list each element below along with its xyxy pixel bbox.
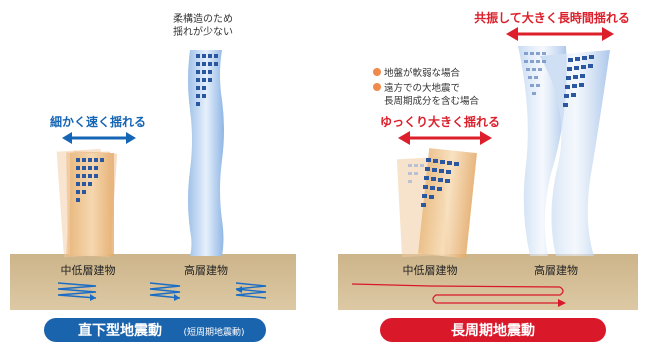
shake-arrow-left [62,132,136,144]
tall-note-line1: 柔構造のため [173,12,233,25]
badge-short-period: 直下型地震動 (短周期地震動) [44,318,266,342]
tall-building-left-windows [196,54,218,106]
shake-label-left: 細かく速く揺れる [50,114,146,129]
tall-note-line2: 揺れが少ない [173,25,233,38]
ground-right [338,254,638,310]
mid-building-left-windows [76,158,104,202]
badge-long-period: 長周期地震動 [380,318,606,342]
case-2-line2: 長周期成分を含む場合 [384,95,480,107]
shake-label-right: ゆっくり大きく揺れる [380,114,500,129]
ground-label-mid-left: 中低層建物 [61,263,116,277]
case-2-line1: 遠方での大地震で [384,82,460,94]
left-panel: 柔構造のため 揺れが少ない 細かく速く揺れる 中低層建物 高層建物 [10,12,296,342]
long-period-waves [351,283,566,307]
ground-left [10,254,296,310]
mid-building-right [396,148,477,259]
badge-main-right: 長周期地震動 [451,322,535,339]
ground-label-tall-right: 高層建物 [534,263,578,277]
ground-label-tall-left: 高層建物 [184,263,228,277]
badge-sub-left: (短周期地震動) [183,326,244,338]
tall-building-right-windows-b [563,55,594,107]
shake-arrow-right [398,131,492,145]
bullet-1 [373,68,381,76]
tall-building-right [518,46,610,256]
resonance-label: 共振して大きく長時間揺れる [474,10,630,25]
mid-building-left [56,148,118,258]
tall-building-left [188,50,224,256]
bullet-2 [373,83,381,91]
mid-building-right-windows [421,158,459,207]
right-panel: 共振して大きく長時間揺れる 地盤が軟弱な場合 遠方での大地震で 長周期成分を含む… [338,10,638,342]
badge-main-left: 直下型地震動 [78,322,162,339]
tall-building-right-windows-a [524,52,546,95]
ground-label-mid-right: 中低層建物 [403,263,458,277]
case-1: 地盤が軟弱な場合 [384,67,461,79]
resonance-arrow [506,27,614,41]
short-period-waves [57,282,267,301]
